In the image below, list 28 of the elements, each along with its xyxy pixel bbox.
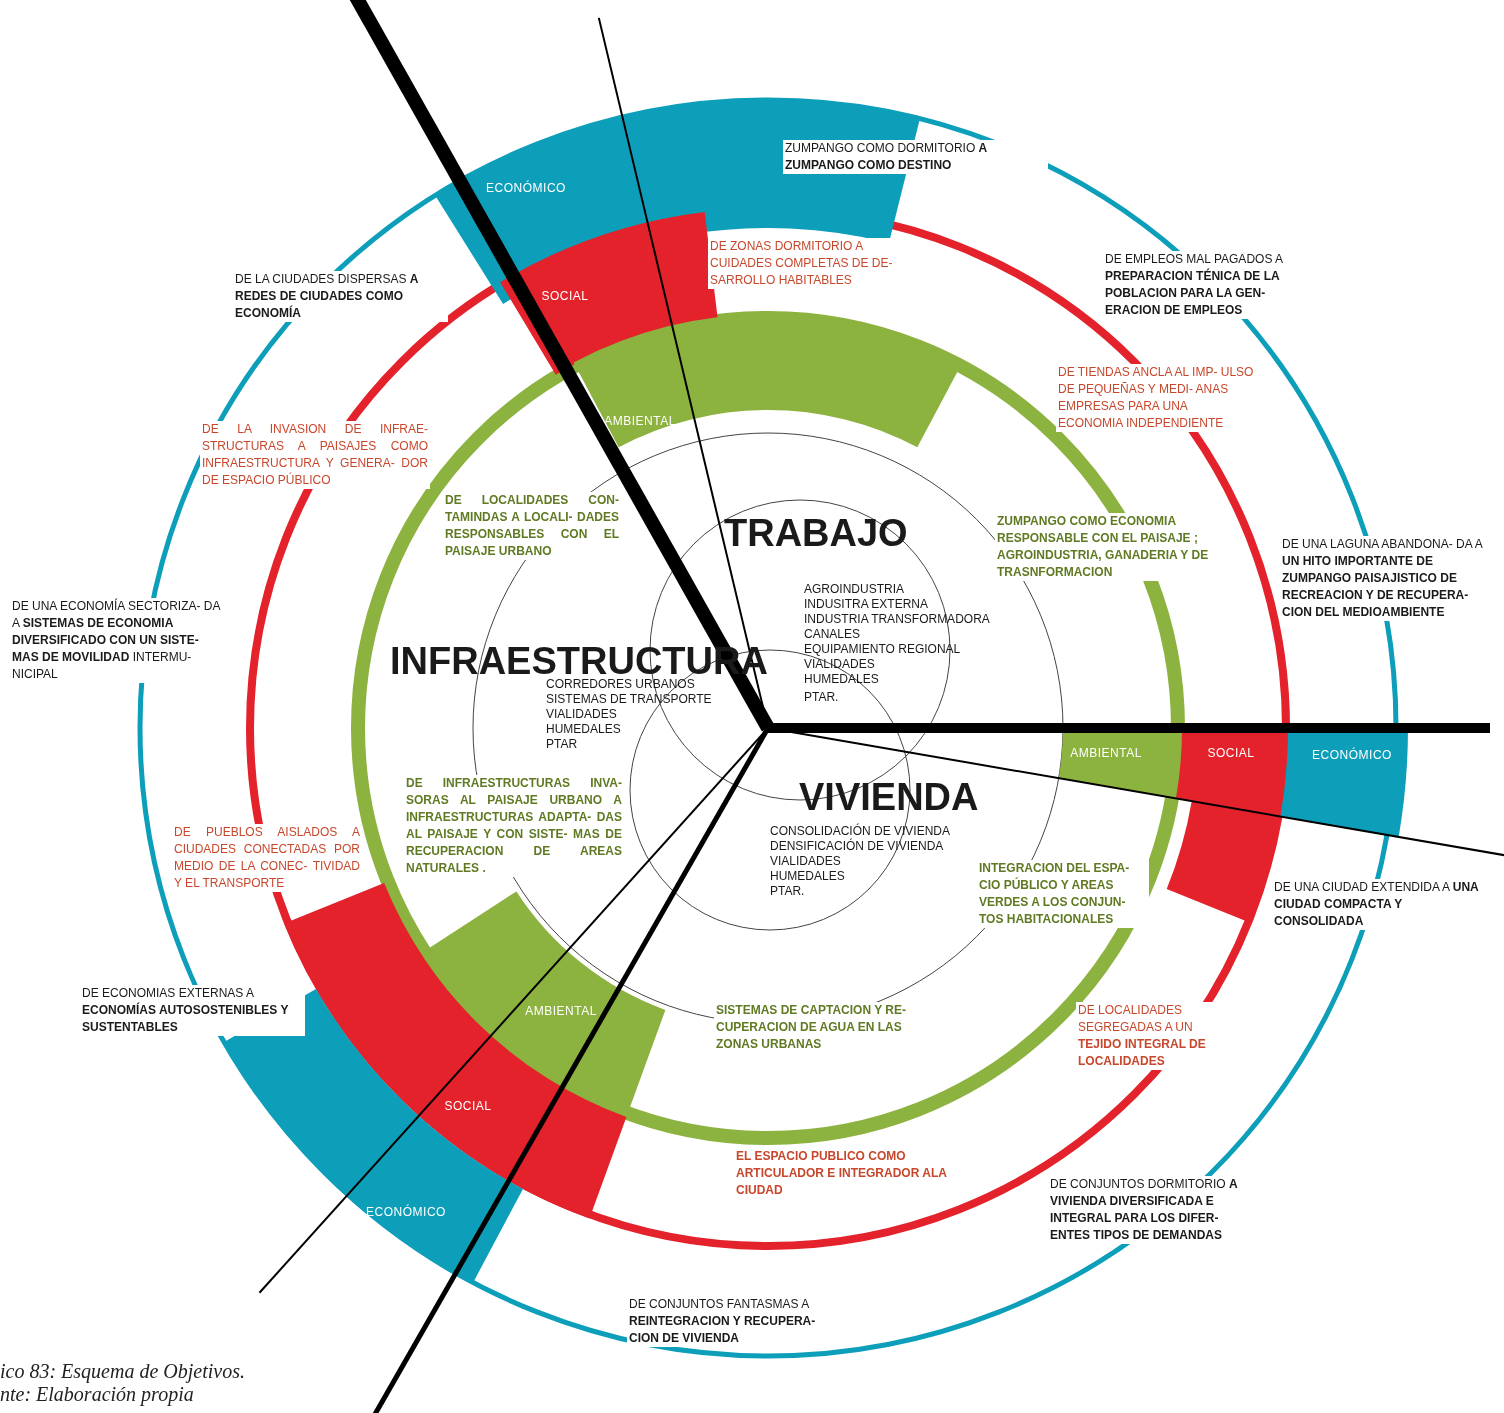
list-item: HUMEDALES	[803, 672, 880, 687]
objective-text: DE LOCALIDADES CON- TAMINDAS A LOCALI- DADES RESPONSABLES CON EL PAISAJE URBANO	[443, 492, 621, 560]
list-item: EQUIPAMIENTO REGIONAL	[803, 642, 962, 657]
list-item: SISTEMAS DE TRANSPORTE	[545, 692, 713, 707]
list-item: AGROINDUSTRIA	[803, 582, 905, 597]
list-item: INDUSITRA EXTERNA	[803, 597, 930, 612]
list-item: PTAR	[545, 737, 579, 752]
objective-text: DE LA CIUDADES DISPERSAS A REDES DE CIUDADES COMO ECONOMÍA	[233, 271, 448, 322]
objective-text: DE INFRAESTRUCTURAS INVA- SORAS AL PAISAJE URBANO A INFRAESTRUCTURAS ADAPTA- DAS AL PAISAJE Y CON SISTE- MAS DE RECUPERACION DE AREAS NATURALES .	[404, 775, 624, 877]
list-item: PTAR.	[769, 884, 806, 899]
sector-title: TRABAJO	[723, 512, 909, 554]
objective-text: ZUMPANGO COMO DORMITORIO A ZUMPANGO COMO DESTINO	[783, 140, 1048, 174]
list-item: HUMEDALES	[545, 722, 622, 737]
objective-text: INTEGRACION DEL ESPA- CIO PÚBLICO Y AREAS VERDES A LOS CONJUN- TOS HABITACIONALES	[977, 860, 1149, 928]
list-item: HUMEDALES	[769, 869, 846, 884]
list-item: VIALIDADES	[545, 707, 618, 722]
list-item: VIALIDADES	[769, 854, 842, 869]
objective-text: DE ECONOMIAS EXTERNAS A ECONOMÍAS AUTOSOSTENIBLES Y SUSTENTABLES	[80, 985, 305, 1036]
sector-title: VIVIENDA	[798, 776, 980, 818]
list-item: CANALES	[803, 627, 862, 642]
list-item: DENSIFICACIÓN DE VIVIENDA	[769, 839, 945, 854]
objective-text: DE PUEBLOS AISLADOS A CIUDADES CONECTADAS POR MEDIO DE LA CONEC- TIVIDAD Y EL TRANSPORTE	[172, 824, 362, 892]
list-item: CONSOLIDACIÓN DE VIVIENDA	[769, 824, 952, 838]
list-item: PTAR.	[803, 690, 840, 705]
figure-caption: ico 83: Esquema de Objetivos. nte: Elaboración propia	[0, 1360, 246, 1406]
objective-text: DE TIENDAS ANCLA AL IMP- ULSO DE PEQUEÑAS Y MEDI- ANAS EMPRESAS PARA UNA ECONOMIA INDEPENDIENTE	[1056, 364, 1256, 432]
objective-text: DE LA INVASION DE INFRAE- STRUCTURAS A PAISAJES COMO INFRAESTRUCTURA Y GENERA- DOR DE ESPACIO PÚBLICO	[200, 421, 430, 489]
list-item: INDUSTRIA TRANSFORMADORA	[803, 612, 991, 627]
